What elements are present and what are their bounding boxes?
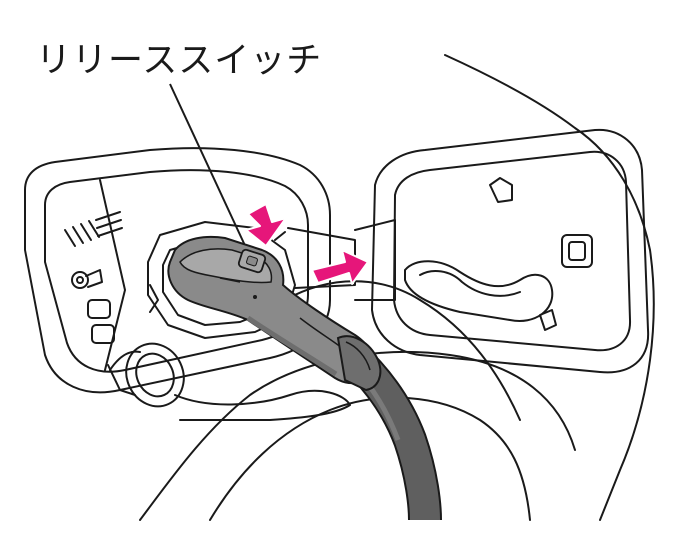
- pull-arrow-icon: [312, 250, 368, 284]
- panel-knob: [72, 272, 88, 288]
- body-contour-inner: [210, 398, 530, 520]
- rib-marks: [65, 221, 99, 246]
- body-contour-upper: [445, 55, 654, 520]
- panel-socket-2: [92, 325, 114, 343]
- panel-knob-inner: [77, 277, 83, 283]
- rib-marks-2: [96, 212, 122, 236]
- lid-square-boss-inner: [569, 242, 585, 260]
- panel-socket-1: [88, 300, 110, 318]
- lid-small-tab: [540, 310, 556, 330]
- dust-cap: [116, 334, 194, 416]
- dust-cap-rim: [129, 347, 180, 402]
- lid-latch-pocket-inner: [420, 271, 520, 296]
- charge-lid-outer: [372, 130, 648, 373]
- lid-hook: [490, 178, 512, 202]
- lid-square-boss: [562, 235, 592, 267]
- callout-leader-line: [170, 84, 248, 252]
- press-arrow-icon: [246, 204, 286, 246]
